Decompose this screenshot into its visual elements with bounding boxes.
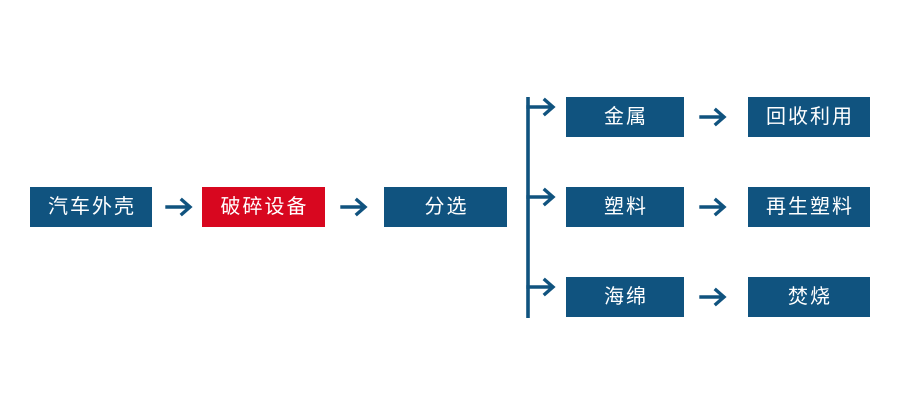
node-label: 回收利用 [766,106,854,128]
node-label: 破碎设备 [220,196,309,218]
node-label: 焚烧 [788,286,832,308]
node-label: 分选 [424,196,469,218]
node-car-shell[interactable]: 汽车外壳 [30,187,152,227]
node-label: 塑料 [604,196,648,218]
node-label: 海绵 [604,286,648,308]
node-recycling-reuse[interactable]: 回收利用 [748,97,870,137]
node-plastic[interactable]: 塑料 [566,187,684,227]
node-regenerated-plastic[interactable]: 再生塑料 [748,187,870,227]
arrow-right-icon-plastic-to-regenerated [697,190,731,224]
branch-bus-icon [514,90,570,325]
arrow-right-icon-metal-to-recycle [697,100,731,134]
arrow-right-icon-sponge-to-incineration [697,280,731,314]
node-sorting[interactable]: 分选 [384,187,507,227]
node-label: 汽车外壳 [48,196,136,218]
node-sponge[interactable]: 海绵 [566,277,684,317]
arrow-right-icon-shell-to-crusher [163,190,197,224]
arrow-right-icon-crusher-to-sort [338,190,372,224]
node-metal[interactable]: 金属 [566,97,684,137]
node-label: 金属 [604,106,648,128]
node-label: 再生塑料 [766,196,854,218]
node-incineration[interactable]: 焚烧 [748,277,870,317]
node-crushing-equipment[interactable]: 破碎设备 [202,187,325,227]
